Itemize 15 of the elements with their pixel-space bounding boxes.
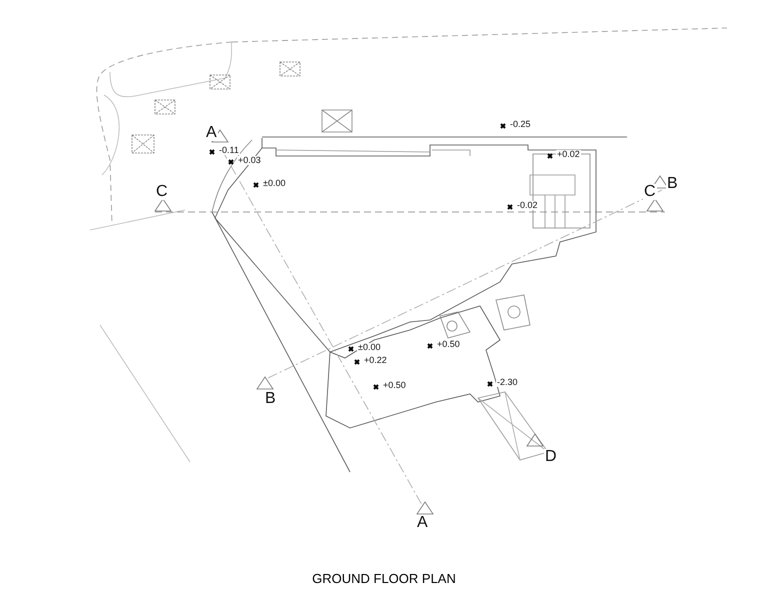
level-label: +0.50 <box>436 340 461 349</box>
level-label: +0.03 <box>237 156 262 165</box>
level-label: +0.50 <box>382 381 407 390</box>
level-label: +0.02 <box>556 150 581 159</box>
plan-title: GROUND FLOOR PLAN <box>311 571 457 586</box>
level-label: -0.02 <box>516 201 539 210</box>
level-label: -0.11 <box>218 146 240 155</box>
level-label: ±0.00 <box>262 179 286 188</box>
level-label: -2.30 <box>496 378 519 387</box>
section-marker-label: C <box>643 184 657 200</box>
level-label: -0.25 <box>509 120 532 129</box>
level-label: ±0.00 <box>357 343 382 352</box>
section-marker-label: A <box>205 125 218 141</box>
section-marker-label: C <box>155 184 169 200</box>
level-label: +0.22 <box>363 356 388 365</box>
